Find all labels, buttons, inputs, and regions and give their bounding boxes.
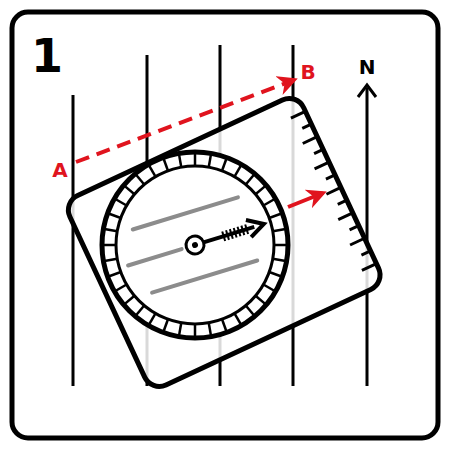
- baseplate: [63, 93, 385, 391]
- point-label: B: [300, 62, 315, 82]
- point-label: A: [52, 160, 67, 180]
- north-label: N: [359, 57, 376, 77]
- compass-dial: [102, 152, 288, 338]
- bearing-line: [76, 80, 294, 162]
- step-number: 1: [31, 33, 63, 79]
- frame: [12, 12, 438, 438]
- direction-arrow: [288, 193, 323, 207]
